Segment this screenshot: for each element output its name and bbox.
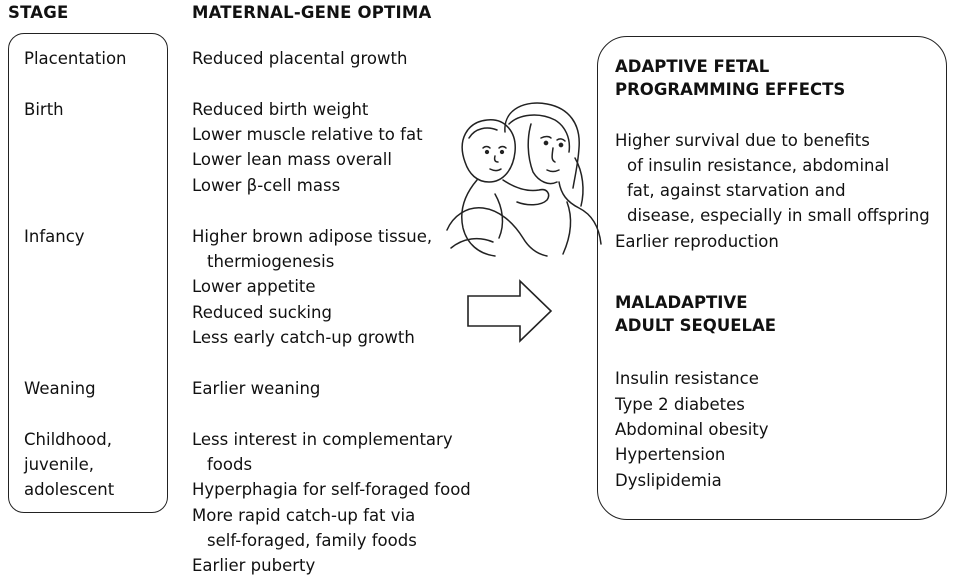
stage-childhood-line-3: adolescent xyxy=(24,480,115,499)
optima-item: Earlier puberty xyxy=(192,556,316,575)
optima-item: Lower appetite xyxy=(192,277,316,296)
outcomes-box xyxy=(597,36,947,520)
optima-item: Higher brown adipose tissue, xyxy=(192,227,433,246)
stage-header: STAGE xyxy=(8,3,69,22)
stage-box xyxy=(8,33,168,513)
stage-infancy: Infancy xyxy=(24,227,85,246)
adaptive-item: Higher survival due to benefits xyxy=(615,131,870,150)
optima-item: Reduced sucking xyxy=(192,303,332,322)
optima-item-continuation: thermiogenesis xyxy=(207,252,335,271)
optima-item: Lower muscle relative to fat xyxy=(192,125,423,144)
maladaptive-item: Hypertension xyxy=(615,445,726,464)
stage-childhood-line-1: Childhood, xyxy=(24,430,112,449)
optima-item: More rapid catch-up fat via xyxy=(192,506,416,525)
optima-item: Reduced birth weight xyxy=(192,100,369,119)
stage-birth: Birth xyxy=(24,100,64,119)
optima-item: Lower lean mass overall xyxy=(192,150,392,169)
stage-weaning: Weaning xyxy=(24,379,96,398)
optima-item-continuation: foods xyxy=(207,455,253,474)
maladaptive-title-line-1: MALADAPTIVE xyxy=(615,293,748,312)
adaptive-item-continuation: disease, especially in small offspring xyxy=(627,206,930,225)
maladaptive-item: Dyslipidemia xyxy=(615,471,722,490)
optima-item: Reduced placental growth xyxy=(192,49,408,68)
optima-item: Hyperphagia for self-foraged food xyxy=(192,480,471,499)
optima-item: Less interest in complementary xyxy=(192,430,453,449)
adaptive-item-continuation: fat, against starvation and xyxy=(627,181,846,200)
maladaptive-title-line-2: ADULT SEQUELAE xyxy=(615,316,777,335)
optima-header: MATERNAL-GENE OPTIMA xyxy=(192,3,432,22)
stage-placentation: Placentation xyxy=(24,49,127,68)
adaptive-item: Earlier reproduction xyxy=(615,232,779,251)
optima-item-continuation: self-foraged, family foods xyxy=(207,531,417,550)
maladaptive-item: Insulin resistance xyxy=(615,369,759,388)
adaptive-title-line-2: PROGRAMMING EFFECTS xyxy=(615,80,846,99)
right-arrow-icon xyxy=(467,279,553,343)
stage-childhood-line-2: juvenile, xyxy=(24,455,94,474)
adaptive-item-continuation: of insulin resistance, abdominal xyxy=(627,156,890,175)
optima-item: Lower β-cell mass xyxy=(192,176,341,195)
adaptive-title-line-1: ADAPTIVE FETAL xyxy=(615,57,770,76)
optima-item: Less early catch-up growth xyxy=(192,328,415,347)
mother-and-child-illustration-icon xyxy=(446,102,602,257)
maladaptive-item: Type 2 diabetes xyxy=(615,395,745,414)
optima-item: Earlier weaning xyxy=(192,379,321,398)
maladaptive-item: Abdominal obesity xyxy=(615,420,769,439)
